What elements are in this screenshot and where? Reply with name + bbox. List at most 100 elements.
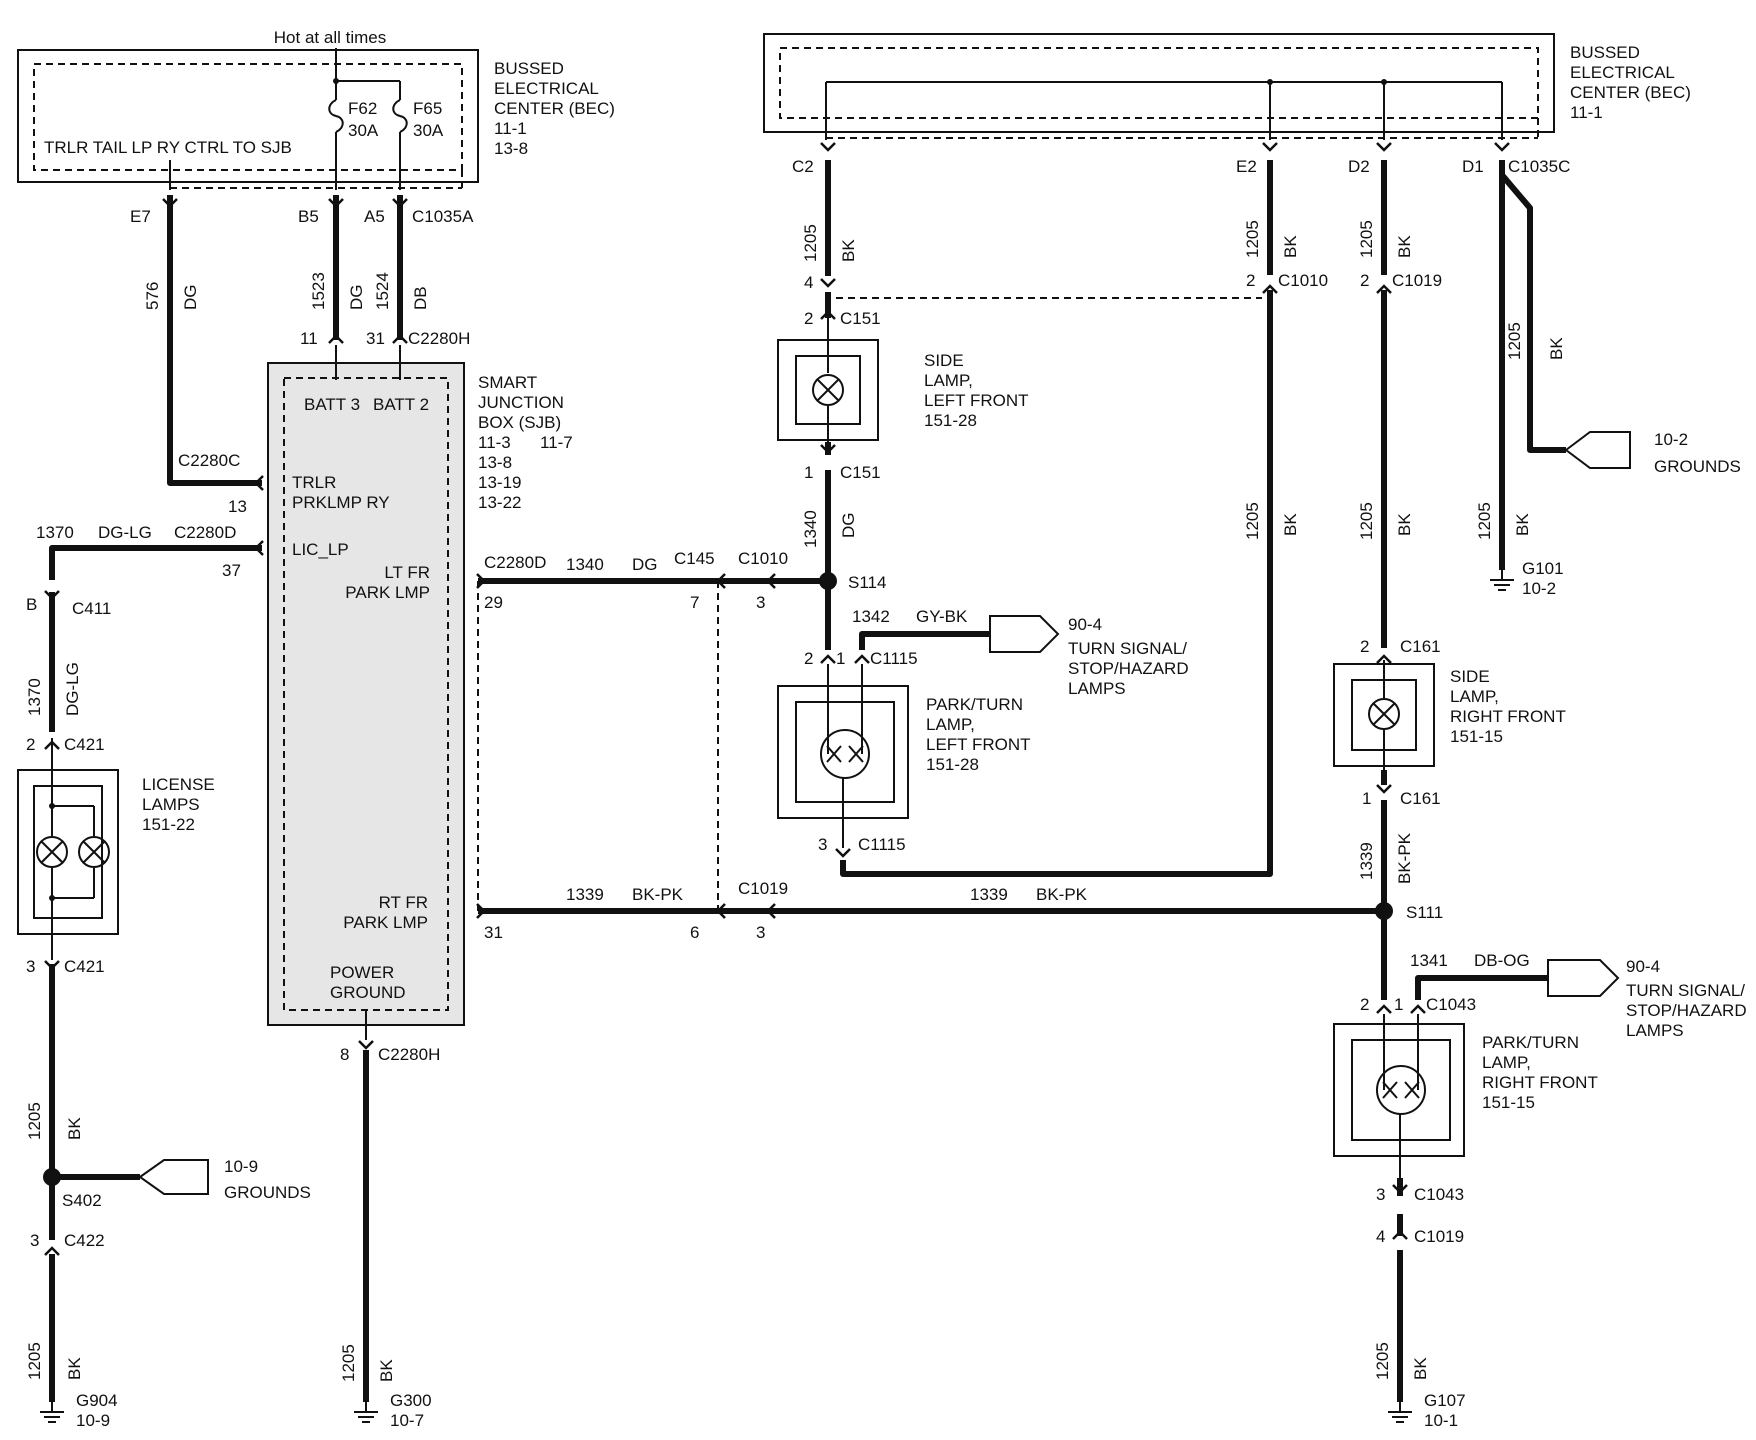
circuit-number: 1370 <box>25 678 44 716</box>
connector-label: C2280D <box>484 553 546 572</box>
trlr-tail-relay-label: TRLR TAIL LP RY CTRL TO SJB <box>44 138 292 157</box>
circuit-number: 1341 <box>1410 951 1448 970</box>
pin-label: 3 <box>1376 1185 1385 1204</box>
connector-label: C2280D <box>174 523 236 542</box>
pin-label: E2 <box>1236 157 1257 176</box>
bec-left-ref: 11-1 <box>494 119 527 138</box>
sjb-ref: 11-3 <box>478 433 511 452</box>
circuit-number: 1205 <box>25 1102 44 1140</box>
circuit-number: 1205 <box>339 1344 358 1382</box>
g904-label: G904 <box>76 1391 118 1410</box>
wire-color: DG <box>347 285 366 311</box>
side-lamp-rf-label: SIDE <box>1450 667 1490 686</box>
sjb-title: SMART <box>478 373 537 392</box>
bec-right-ref: 11-1 <box>1570 103 1603 122</box>
connector-label: C1010 <box>738 549 788 568</box>
wire-color: BK-PK <box>632 885 684 904</box>
pin-label: B5 <box>298 207 319 226</box>
pin-label: 4 <box>1376 1227 1385 1246</box>
license-lamps-ref: 151-22 <box>142 815 195 834</box>
connector-arrow-icon <box>476 903 486 919</box>
ground-ref-10-9: 10-9 GROUNDS <box>138 1157 311 1202</box>
connector-label: C1019 <box>738 879 788 898</box>
circuit-number: 1205 <box>1373 1342 1392 1380</box>
pin-label: 2 <box>1360 637 1369 656</box>
pin-label: 2 <box>26 735 35 754</box>
grounds-10-9-label: GROUNDS <box>224 1183 311 1202</box>
connector-arrow-icon <box>854 654 870 664</box>
turn-ref-1-label: STOP/HAZARD <box>1068 659 1189 678</box>
pin-label: 2 <box>1360 271 1369 290</box>
park-lamp-lf-label: LAMP, <box>926 715 975 734</box>
pin-label: 2 <box>804 649 813 668</box>
connector-arrow-icon <box>328 198 344 208</box>
bec-left-ref: 13-8 <box>494 139 528 158</box>
bec-left: Hot at all times F62 30A F65 30A TRLR TA… <box>17 28 615 190</box>
wires <box>49 160 1566 1402</box>
connector-arrow-icon <box>820 278 836 288</box>
connector-arrow-icon <box>1376 284 1392 294</box>
pin-label: A5 <box>364 207 385 226</box>
pin-label: C2 <box>792 157 814 176</box>
wire-color: DG <box>181 285 200 311</box>
pin-label: 4 <box>804 273 813 292</box>
ground-g107: G107 10-1 <box>1388 1391 1466 1430</box>
connector-arrow-icon <box>1376 654 1392 664</box>
connector-label: C2280H <box>408 329 470 348</box>
bec-left-title: ELECTRICAL <box>494 79 599 98</box>
turn-ref-1-label: TURN SIGNAL/ <box>1068 639 1187 658</box>
circuit-number: 1340 <box>801 510 820 548</box>
connector-arrow-icon <box>392 198 408 208</box>
connector-label: C2280H <box>378 1045 440 1064</box>
wire-color: BK <box>1281 235 1300 258</box>
connector-arrow-icon <box>766 903 776 919</box>
connector-arrow-icon <box>1410 1004 1426 1014</box>
g300-ref: 10-7 <box>390 1411 424 1430</box>
connector-arrow-icon <box>254 475 264 491</box>
circuit-number: 576 <box>143 282 162 310</box>
g107-label: G107 <box>1424 1391 1466 1410</box>
side-lamp-rf-ref: 151-15 <box>1450 727 1503 746</box>
sjb-batt2-label: BATT 2 <box>373 395 429 414</box>
turn-ref-2-label: TURN SIGNAL/ <box>1626 981 1745 1000</box>
connector-label: C1115 <box>858 835 906 854</box>
smart-junction-box: BATT 3 BATT 2 TRLR PRKLMP RY LIC_LP LT F… <box>267 345 573 1040</box>
wire-color: BK <box>65 1117 84 1140</box>
wire-color: DG <box>839 513 858 539</box>
pin-label: 13 <box>228 497 247 516</box>
sjb-rtfr-label: PARK LMP <box>343 913 428 932</box>
side-lamp-lf-label: LEFT FRONT <box>924 391 1029 410</box>
pin-label: E7 <box>130 207 151 226</box>
ground-g300: G300 10-7 <box>354 1391 432 1430</box>
g107-ref: 10-1 <box>1424 1411 1458 1430</box>
side-lamp-lf-label: SIDE <box>924 351 964 370</box>
bec-left-title: CENTER (BEC) <box>494 99 615 118</box>
park-lamp-rf-ref: 151-15 <box>1482 1093 1535 1112</box>
grounds-10-2-ref: 10-2 <box>1654 430 1688 449</box>
license-lamps-label: LICENSE <box>142 775 215 794</box>
wire-color: DG <box>632 555 658 574</box>
connector-label: C1115 <box>870 649 918 668</box>
fuse-f62-rating: 30A <box>348 121 379 140</box>
sjb-trlr-label: PRKLMP RY <box>292 493 390 512</box>
splice-s114 <box>819 572 837 590</box>
connector-arrow-icon <box>820 142 836 152</box>
sjb-ref: 13-19 <box>478 473 521 492</box>
connector-arrow-icon <box>820 654 836 664</box>
connector-arrow-icon <box>162 198 178 208</box>
pin-label: 8 <box>340 1045 349 1064</box>
park-lamp-lf-label: LEFT FRONT <box>926 735 1031 754</box>
connector-label: C145 <box>674 549 715 568</box>
pin-label: 29 <box>484 593 503 612</box>
g101-label: G101 <box>1522 559 1564 578</box>
connector-arrow-icon <box>1392 1184 1408 1194</box>
turn-ref-2: 90-4 <box>1626 957 1660 976</box>
g101-ref: 10-2 <box>1522 579 1556 598</box>
park-lamp-rf-label: RIGHT FRONT <box>1482 1073 1598 1092</box>
license-lamps-label: LAMPS <box>142 795 200 814</box>
sjb-rtfr-label: RT FR <box>379 893 428 912</box>
connector-arrow-icon <box>358 1040 374 1050</box>
circuit-number: 1339 <box>1357 842 1376 880</box>
circuit-number: 1205 <box>1243 502 1262 540</box>
